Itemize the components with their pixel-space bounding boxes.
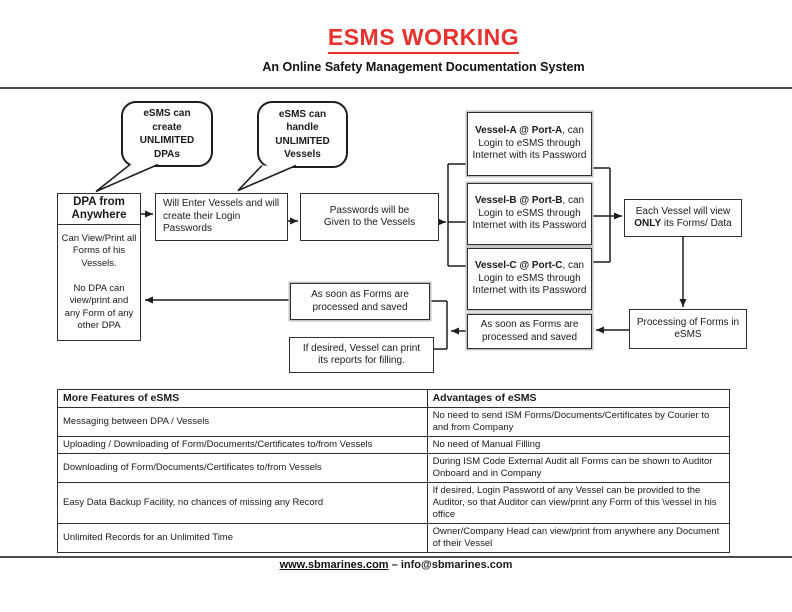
advantage-cell: No need of Manual Filling	[426, 436, 731, 454]
top-divider-line	[0, 87, 792, 89]
footer-divider-line	[0, 556, 792, 558]
table-header-row: More Features of eSMS Advantages of eSMS	[57, 389, 731, 408]
table-row: Uploading / Downloading of Form/Document…	[57, 436, 731, 454]
dpa-box-title: DPA from Anywhere	[58, 194, 140, 225]
forms-saved-mid-box: As soon as Forms are processed and saved	[290, 283, 430, 320]
table-row: Easy Data Backup Facility, no chances of…	[57, 482, 731, 524]
feature-cell: Easy Data Backup Facility, no chances of…	[57, 482, 428, 524]
feature-cell: Uploading / Downloading of Form/Document…	[57, 436, 428, 454]
forms-saved-right-box: As soon as Forms are processed and saved	[467, 314, 592, 349]
page-title: ESMS WORKING	[327, 24, 520, 54]
footer-email-text: – info@sbmarines.com	[388, 559, 513, 571]
table-row: Unlimited Records for an Unlimited Time …	[57, 523, 731, 553]
footer: www.sbmarines.com – info@sbmarines.com	[0, 559, 792, 571]
speech-bubble-shapes	[95, 101, 348, 193]
dpa-box-body: Can View/Print all Forms of his Vessels.…	[61, 232, 137, 332]
feature-cell: Unlimited Records for an Unlimited Time	[57, 523, 428, 553]
page-subtitle: An Online Safety Management Documentatio…	[262, 60, 585, 74]
feature-cell: Messaging between DPA / Vessels	[57, 407, 428, 437]
features-advantages-table: More Features of eSMS Advantages of eSMS…	[57, 389, 731, 553]
processing-forms-box: Processing of Forms in eSMS	[629, 309, 747, 349]
vessel-a-box: Vessel-A @ Port-A, can Login to eSMS thr…	[467, 112, 592, 176]
advantage-cell: Owner/Company Head can view/print from a…	[426, 523, 731, 553]
website-link[interactable]: www.sbmarines.com	[279, 559, 389, 571]
table-row: Messaging between DPA / Vessels No need …	[57, 407, 731, 437]
feature-cell: Downloading of Form/Documents/Certificat…	[57, 453, 428, 483]
advantage-cell: During ISM Code External Audit all Forms…	[426, 453, 731, 483]
features-column-header: More Features of eSMS	[57, 389, 428, 408]
callout-unlimited-vessels: eSMS can handle UNLIMITED Vessels	[275, 108, 330, 161]
vessel-a-text: Vessel-A @ Port-A, can Login to eSMS thr…	[472, 125, 587, 162]
callout-unlimited-dpas: eSMS can create UNLIMITED DPAs	[139, 108, 195, 160]
advantage-cell: No need to send ISM Forms/Documents/Cert…	[426, 407, 731, 437]
table-row: Downloading of Form/Documents/Certificat…	[57, 453, 731, 483]
dpa-from-anywhere-box: DPA from Anywhere Can View/Print all For…	[57, 193, 141, 341]
vessel-b-text: Vessel-B @ Port-B, can Login to eSMS thr…	[472, 195, 587, 232]
vessel-b-box: Vessel-B @ Port-B, can Login to eSMS thr…	[467, 183, 592, 245]
page-header: ESMS WORKING An Online Safety Management…	[0, 24, 792, 74]
print-reports-box: If desired, Vessel can print its reports…	[289, 337, 434, 373]
advantage-cell: If desired, Login Password of any Vessel…	[426, 482, 731, 524]
vessel-c-box: Vessel-C @ Port-C, can Login to eSMS thr…	[467, 248, 592, 310]
vessel-c-text: Vessel-C @ Port-C, can Login to eSMS thr…	[472, 260, 587, 297]
enter-vessels-box: Will Enter Vessels and will create their…	[155, 193, 288, 241]
advantages-column-header: Advantages of eSMS	[426, 389, 731, 408]
passwords-given-box: Passwords will be Given to the Vessels	[300, 193, 439, 241]
